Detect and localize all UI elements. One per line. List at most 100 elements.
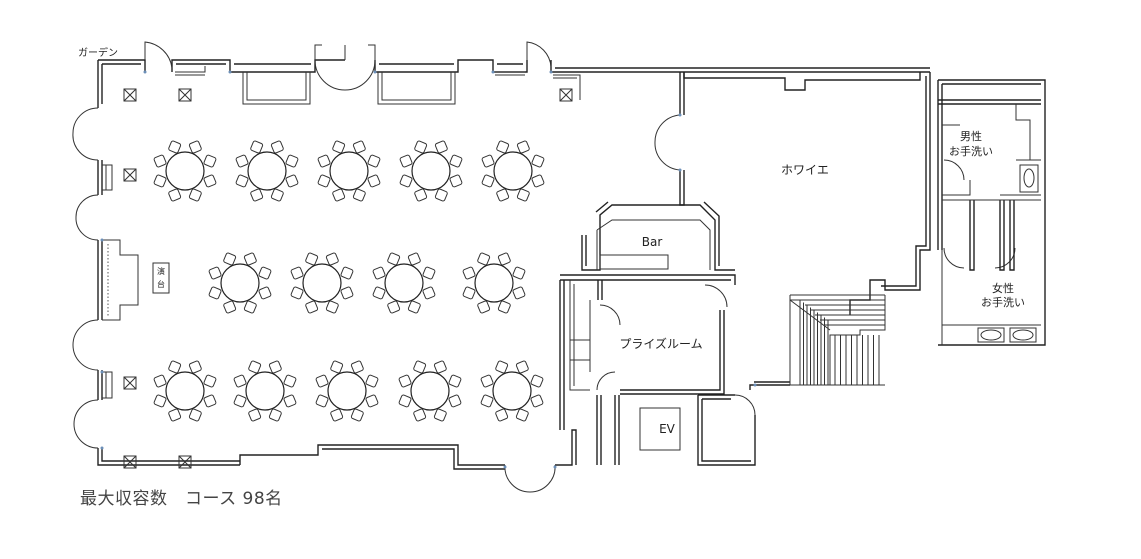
round-table [153, 360, 217, 422]
chair [462, 286, 476, 300]
chair [515, 360, 529, 374]
chair [332, 188, 346, 202]
chair [203, 154, 217, 168]
round-table [399, 140, 463, 202]
table-top [247, 151, 287, 191]
hall-walls [97, 59, 930, 470]
garden-label: ガーデン [78, 46, 118, 59]
chair [153, 174, 167, 188]
chair [480, 374, 494, 388]
chair [153, 394, 167, 408]
chair [285, 174, 299, 188]
chair [223, 300, 237, 314]
chair [283, 374, 297, 388]
round-table [315, 360, 379, 422]
table-top [492, 371, 532, 411]
round-table [398, 360, 462, 422]
stage-sign-line-1: 演 [157, 266, 165, 276]
staircase [789, 294, 886, 386]
table-top [411, 151, 451, 191]
chair [208, 286, 222, 300]
chair [462, 266, 476, 280]
chair [243, 252, 257, 266]
chair [290, 286, 304, 300]
chair [248, 408, 262, 422]
chair [433, 408, 447, 422]
chair [168, 188, 182, 202]
chair [235, 174, 249, 188]
chair [270, 188, 284, 202]
womens-restroom-line-2: お手洗い [981, 295, 1025, 309]
chair [512, 266, 526, 280]
chair [496, 188, 510, 202]
chair [414, 188, 428, 202]
stage-sign: 演 台 [152, 262, 170, 294]
chair [315, 394, 329, 408]
chair [235, 154, 249, 168]
round-table [208, 252, 272, 314]
chair [352, 140, 366, 154]
chair [407, 300, 421, 314]
doors [72, 41, 1016, 493]
chair [413, 408, 427, 422]
chair [340, 286, 354, 300]
chair [407, 252, 421, 266]
stage-sign-line-2: 台 [157, 279, 165, 289]
chair [449, 154, 463, 168]
womens-restroom-line-1: 女性 [992, 281, 1014, 295]
chair [188, 408, 202, 422]
chair [352, 188, 366, 202]
bar-area: Bar [581, 201, 735, 271]
chair [515, 408, 529, 422]
chair [203, 394, 217, 408]
chair [372, 286, 386, 300]
chair [480, 394, 494, 408]
chair [414, 140, 428, 154]
chair [477, 252, 491, 266]
chair [496, 140, 510, 154]
chair [531, 174, 545, 188]
round-table [462, 252, 526, 314]
chair [188, 140, 202, 154]
chair [433, 360, 447, 374]
capacity-caption: 最大収容数 コース 98名 [80, 489, 283, 509]
chair [387, 252, 401, 266]
prize-room: プライズルーム [560, 274, 736, 395]
chair [268, 408, 282, 422]
chair [495, 408, 509, 422]
chair [422, 286, 436, 300]
mens-restroom-line-1: 男性 [960, 129, 982, 143]
chair [372, 266, 386, 280]
chair [365, 394, 379, 408]
chair [208, 266, 222, 280]
chair [448, 374, 462, 388]
round-tables [153, 140, 545, 422]
table-top [302, 263, 342, 303]
chair [258, 286, 272, 300]
round-table [481, 140, 545, 202]
elevator-area: EV [596, 394, 756, 466]
round-table [153, 140, 217, 202]
chair [285, 154, 299, 168]
chair [399, 154, 413, 168]
bar-label: Bar [642, 235, 663, 249]
chair [477, 300, 491, 314]
table-top [384, 263, 424, 303]
table-top [165, 151, 205, 191]
round-table [372, 252, 436, 314]
chair [188, 360, 202, 374]
round-table [235, 140, 299, 202]
pillars [123, 88, 573, 469]
chair [530, 374, 544, 388]
chair [168, 140, 182, 154]
chair [350, 408, 364, 422]
chair [449, 174, 463, 188]
chair [413, 360, 427, 374]
chair [268, 360, 282, 374]
restrooms: 男性 お手洗い 女性 お手洗い [937, 79, 1046, 346]
chair [317, 174, 331, 188]
ev-label: EV [659, 422, 676, 436]
round-table [317, 140, 381, 202]
chair [305, 252, 319, 266]
